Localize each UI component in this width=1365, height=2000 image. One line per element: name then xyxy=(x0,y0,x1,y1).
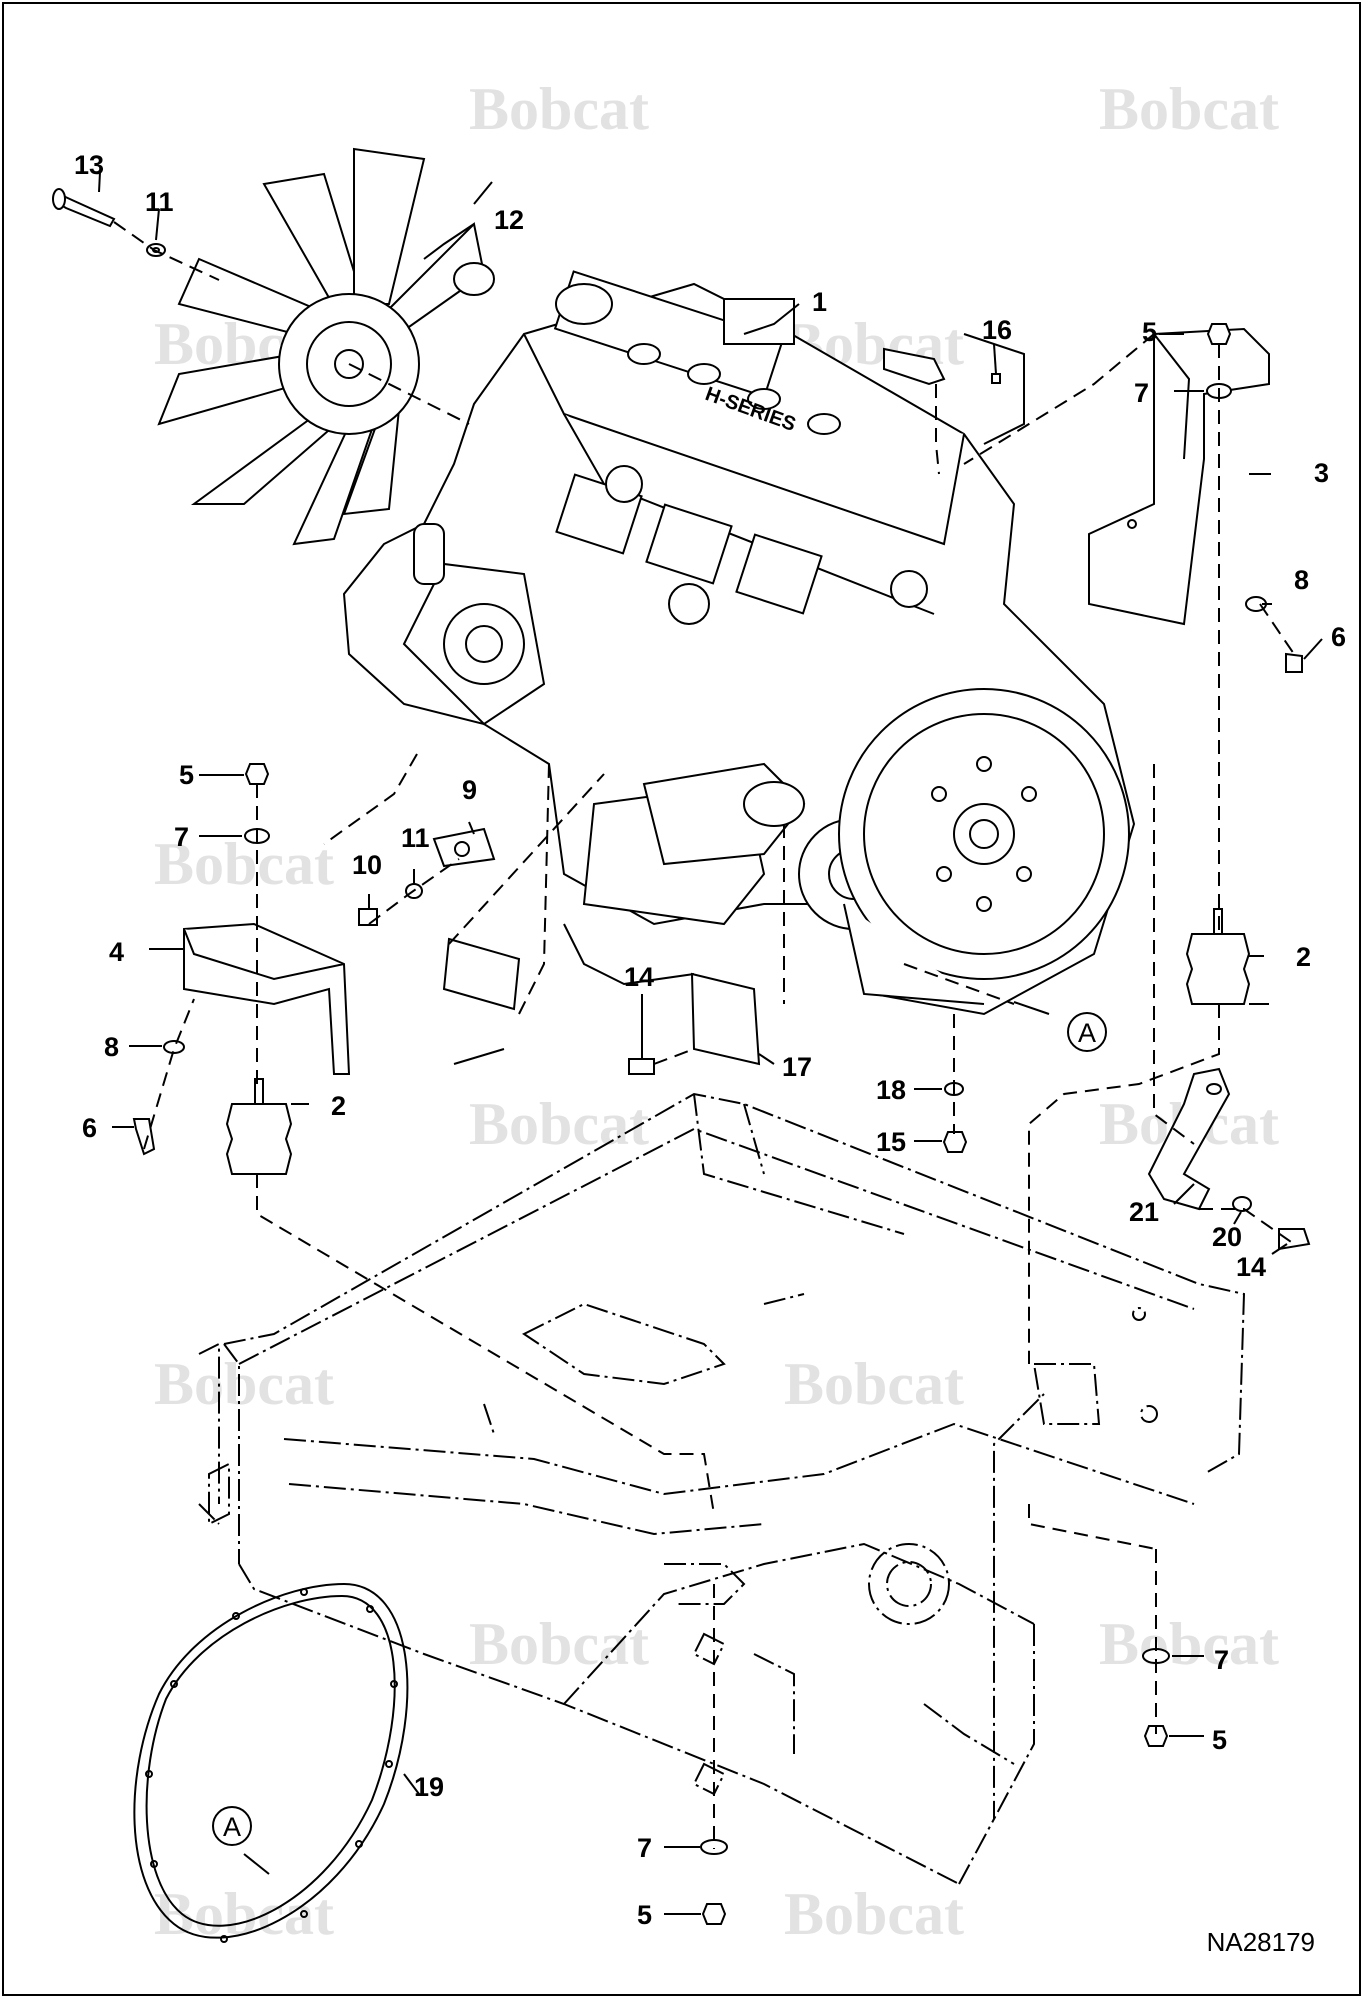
washer-20 xyxy=(1232,1196,1252,1212)
watermark: Bobcat xyxy=(784,1351,964,1417)
bolt-6 xyxy=(132,1118,156,1156)
svg-text:Bobcat: Bobcat xyxy=(784,1881,964,1947)
washer-8 xyxy=(163,1040,185,1054)
callout-17: 17 xyxy=(782,1052,812,1082)
nut-5 xyxy=(244,763,270,785)
lifting-bracket xyxy=(1147,1067,1311,1251)
callout-6: 6 xyxy=(82,1113,97,1143)
engine-small-hardware xyxy=(358,827,968,1153)
document-id: NA28179 xyxy=(1206,1927,1315,1957)
svg-text:Bobcat: Bobcat xyxy=(469,76,649,142)
svg-text:Bobcat: Bobcat xyxy=(154,1881,334,1947)
gasket-plate xyxy=(442,937,521,1011)
nut-5 xyxy=(1143,1725,1169,1747)
left-mount-hardware xyxy=(132,763,270,1156)
svg-text:Bobcat: Bobcat xyxy=(154,831,334,897)
cover-plate-17 xyxy=(690,972,761,1066)
watermark: Bobcat xyxy=(469,1611,649,1677)
watermark: Bobcat xyxy=(1099,1611,1279,1677)
callout-11: 11 xyxy=(145,187,174,217)
callout-5: 5 xyxy=(1212,1725,1227,1755)
callout-4: 4 xyxy=(109,937,124,967)
exploded-parts-diagram: Bobcat Bobcat Bobcat Bobcat Bobcat Bobca… xyxy=(52,76,1346,1947)
bolt-14 xyxy=(628,1058,655,1075)
callout-21: 21 xyxy=(1129,1197,1159,1227)
callout-3: 3 xyxy=(1314,458,1329,488)
watermark: Bobcat xyxy=(154,1881,334,1947)
callout-10: 10 xyxy=(352,850,382,880)
watermark: Bobcat xyxy=(469,1091,649,1157)
watermark: Bobcat xyxy=(469,76,649,142)
callout-14: 14 xyxy=(1236,1252,1266,1282)
svg-text:Bobcat: Bobcat xyxy=(469,1611,649,1677)
bolt-6 xyxy=(1285,652,1303,673)
callout-7: 7 xyxy=(1214,1645,1229,1675)
svg-text:Bobcat: Bobcat xyxy=(1099,1611,1279,1677)
engine-assembly: H-SERIES xyxy=(342,262,1136,1016)
callout-7: 7 xyxy=(637,1833,652,1863)
callout-5: 5 xyxy=(637,1900,652,1930)
callout-7: 7 xyxy=(1134,378,1149,408)
svg-text:A: A xyxy=(223,1812,241,1842)
watermark: Bobcat xyxy=(784,1881,964,1947)
callout-14: 14 xyxy=(624,962,654,992)
svg-text:Bobcat: Bobcat xyxy=(1099,76,1279,142)
washer-7 xyxy=(700,1839,728,1855)
callout-2: 2 xyxy=(1296,942,1311,972)
svg-text:A: A xyxy=(1078,1018,1096,1048)
watermark: Bobcat xyxy=(1099,76,1279,142)
watermark: Bobcat xyxy=(154,831,334,897)
nut-5 xyxy=(701,1903,727,1925)
callout-16: 16 xyxy=(982,315,1012,345)
nut-15 xyxy=(942,1131,968,1153)
callout-15: 15 xyxy=(876,1127,906,1157)
callout-11: 11 xyxy=(401,823,430,853)
callout-19: 19 xyxy=(414,1772,444,1802)
right-mount-hardware xyxy=(1206,323,1303,673)
left-engine-isolator xyxy=(225,1078,293,1175)
callout-18: 18 xyxy=(876,1075,906,1105)
svg-text:Bobcat: Bobcat xyxy=(469,1091,649,1157)
callout-5: 5 xyxy=(179,760,194,790)
callout-8: 8 xyxy=(1294,565,1309,595)
callout-9: 9 xyxy=(462,775,477,805)
callout-numbers: 1 2 2 3 4 5 5 5 5 6 6 7 7 7 7 8 8 9 10 1… xyxy=(74,150,1346,1930)
callout-8: 8 xyxy=(104,1032,119,1062)
machine-frame xyxy=(198,1092,1246,1885)
left-engine-mount-bracket xyxy=(183,922,351,1075)
frame-hardware xyxy=(700,1648,1170,1925)
svg-text:Bobcat: Bobcat xyxy=(784,1351,964,1417)
right-engine-mount-bracket xyxy=(1088,327,1270,626)
callout-5: 5 xyxy=(1142,317,1157,347)
fan-bolt xyxy=(52,188,116,228)
callout-7: 7 xyxy=(174,822,189,852)
reference-marker-a-bottom: A xyxy=(212,1806,252,1846)
callout-13: 13 xyxy=(74,150,104,180)
bolt-10 xyxy=(358,908,378,926)
callout-6: 6 xyxy=(1331,622,1346,652)
reference-marker-a-top: A xyxy=(1067,1012,1107,1052)
assembly-lines xyxy=(113,221,1295,1849)
callout-20: 20 xyxy=(1212,1222,1242,1252)
dipstick xyxy=(453,1048,505,1065)
callout-12: 12 xyxy=(494,205,524,235)
callout-2: 2 xyxy=(331,1091,346,1121)
cooling-fan xyxy=(157,147,486,546)
leader-lines xyxy=(98,171,1323,1915)
callout-1: 1 xyxy=(812,287,827,317)
nut-5 xyxy=(1206,323,1232,345)
flywheel-housing-gasket xyxy=(133,1582,409,1943)
